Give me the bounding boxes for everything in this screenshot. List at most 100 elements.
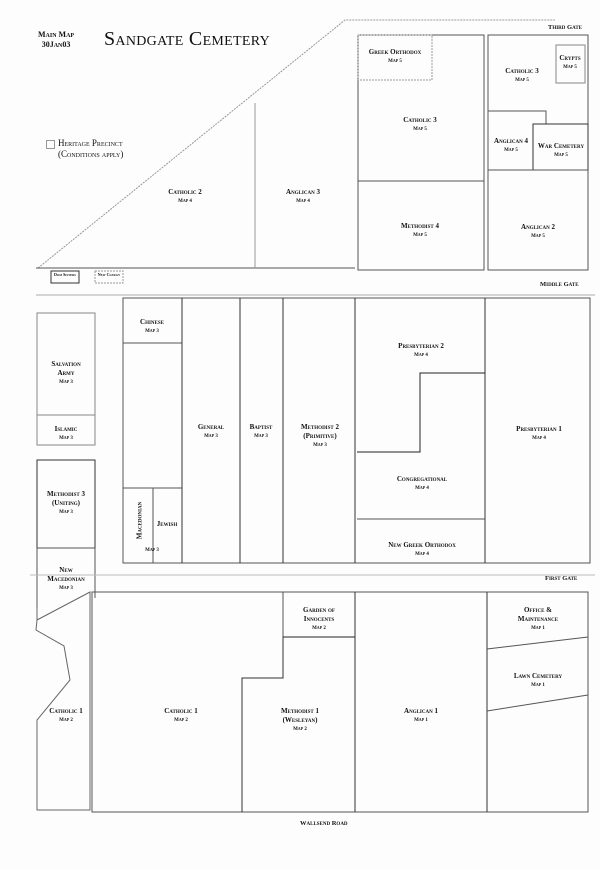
section-name: Office & — [523, 606, 553, 614]
section-name: Catholic 3 — [505, 67, 539, 75]
map-ref: Map 4 — [415, 552, 429, 557]
block-middle — [122, 297, 591, 564]
section-name: New — [59, 566, 73, 574]
map-ref: Map 5 — [388, 59, 402, 64]
section-name: Anglican 1 — [404, 707, 438, 715]
map-ref: Map 4 — [414, 353, 428, 358]
map-ref: Map 2 — [293, 727, 307, 732]
map-ref: Map 3 — [59, 380, 73, 385]
section-methodist-3[interactable]: Methodist 3(Uniting)Map 3 — [47, 490, 85, 517]
page-title: Sandgate Cemetery — [104, 28, 270, 50]
section-name: General — [197, 423, 225, 431]
map-ref: Map 2 — [59, 718, 73, 723]
section-anglican-4[interactable]: Anglican 4 Map 5 — [494, 137, 528, 155]
section-name: Greek Orthodox — [368, 48, 422, 56]
section-name: Methodist 2 — [301, 423, 339, 431]
map-ref: Map 1 — [531, 683, 545, 688]
section-anglican-3[interactable]: Anglican 3 Map 4 — [286, 188, 320, 206]
section-new-clergy[interactable]: New Clergy — [97, 272, 121, 277]
map-ref: Map 3 — [59, 510, 73, 515]
heritage-swatch-icon — [46, 140, 55, 149]
section-catholic-2[interactable]: Catholic 2 Map 4 — [168, 188, 202, 206]
map-ref: Map 2 — [174, 718, 188, 723]
map-ref: Map 3 — [313, 443, 327, 448]
map-ref: Map 1 — [531, 626, 545, 631]
section-name: Baptist — [249, 423, 273, 431]
map-ref: Map 4 — [415, 486, 429, 491]
macedonian-map-ref: Map 3 — [145, 548, 159, 553]
section-presbyterian-2[interactable]: Presbyterian 2 Map 4 — [398, 342, 444, 360]
section-name: Methodist 4 — [401, 222, 439, 230]
section-name: Crypts — [559, 54, 581, 62]
map-ref: Map 3 — [254, 434, 268, 439]
section-name: Innocents — [303, 615, 335, 623]
section-jewish[interactable]: Jewish — [156, 520, 178, 528]
section-name: Macedonian — [47, 575, 85, 583]
section-name: Congregational — [396, 475, 448, 483]
first-gate-label: First Gate — [545, 575, 578, 582]
section-catholic-1[interactable]: Catholic 1 Map 2 — [164, 707, 198, 725]
section-name: Methodist 3 — [47, 490, 85, 498]
section-methodist-2[interactable]: Methodist 2(Primitive) Map 3 — [301, 423, 339, 450]
section-anglican-1[interactable]: Anglican 1 Map 1 — [404, 707, 438, 725]
legend: Heritage Precinct(Conditions apply) — [46, 138, 123, 160]
section-name: Salvation — [51, 360, 81, 368]
map-ref: Map 3 — [59, 436, 73, 441]
map-ref: Map 5 — [531, 234, 545, 239]
section-name: Presbyterian 1 — [516, 425, 562, 433]
section-methodist-1[interactable]: Methodist 1(Wesleyan) Map 2 — [281, 707, 319, 734]
road-label: Wallsend Road — [300, 820, 348, 827]
map-ref: Map 5 — [563, 65, 577, 70]
map-ref: Map 4 — [296, 199, 310, 204]
map-ref: Map 4 — [178, 199, 192, 204]
section-name: (Primitive) — [303, 432, 337, 440]
section-name: Methodist 1 — [281, 707, 319, 715]
section-methodist-4[interactable]: Methodist 4 Map 5 — [401, 222, 439, 240]
section-name: Catholic 3 — [403, 116, 437, 124]
section-name: Catholic 1 — [164, 707, 198, 715]
section-macedonian[interactable]: Macedonian — [135, 501, 144, 540]
third-gate-label: Third Gate — [548, 24, 582, 31]
top-left-triangle — [37, 19, 555, 269]
section-name: Anglican 3 — [286, 188, 320, 196]
map-ref: Map 5 — [413, 127, 427, 132]
section-name: Presbyterian 2 — [398, 342, 444, 350]
map-ref: Map 3 — [204, 434, 218, 439]
map-ref: Map 3 — [59, 586, 73, 591]
map-ref: Map 5 — [413, 233, 427, 238]
block-bottom — [91, 591, 589, 813]
map-ref: Map 5 — [504, 148, 518, 153]
section-dom-sisters[interactable]: Dom Sisters — [54, 272, 76, 277]
map-ref: Map 2 — [312, 626, 326, 631]
section-name: Maintenance — [517, 615, 559, 623]
section-name: Lawn Cemetery — [513, 672, 563, 680]
section-name: New Greek Orthodox — [388, 541, 456, 549]
section-name: Chinese — [140, 318, 164, 326]
section-catholic-3[interactable]: Catholic 3 Map 5 — [403, 116, 437, 134]
section-name: Anglican 4 — [494, 137, 528, 145]
map-ref: Map 1 — [414, 718, 428, 723]
section-name: Catholic 2 — [168, 188, 202, 196]
section-name: (Wesleyan) — [282, 716, 318, 724]
